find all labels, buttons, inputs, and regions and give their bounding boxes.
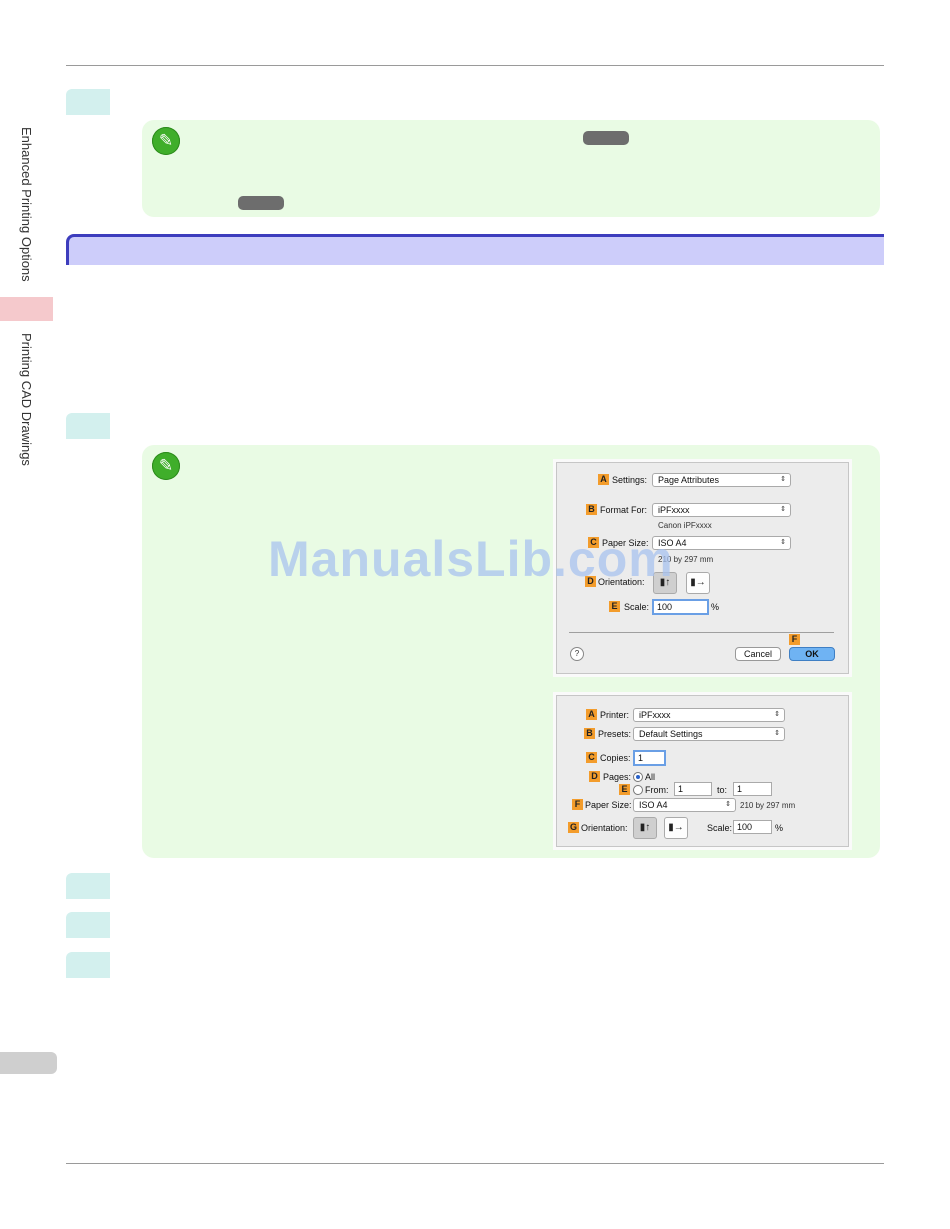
callout-badge: E <box>619 784 630 795</box>
presets-value: Default Settings <box>639 729 703 739</box>
settings-label: Settings: <box>612 475 648 485</box>
scale-input[interactable]: 100 <box>733 820 772 834</box>
settings-select[interactable]: Page Attributes ⇕ <box>652 473 791 487</box>
paper-size-value: ISO A4 <box>658 538 687 548</box>
to-label: to: <box>717 785 728 795</box>
callout-badge: F <box>572 799 583 810</box>
callout-badge: E <box>609 601 620 612</box>
callout-badge: D <box>585 576 596 587</box>
format-for-label: Format For: <box>600 505 648 515</box>
paper-size-select[interactable]: ISO A4 ⇕ <box>633 798 736 812</box>
presets-select[interactable]: Default Settings ⇕ <box>633 727 785 741</box>
chevron-updown-icon: ⇕ <box>774 730 780 737</box>
side-tab-enhanced-printing-options[interactable]: Enhanced Printing Options <box>19 127 34 282</box>
pages-all-label: All <box>645 772 656 782</box>
ok-button[interactable]: OK <box>789 647 835 661</box>
page-reference-link[interactable] <box>583 131 629 145</box>
callout-badge: D <box>589 771 600 782</box>
copies-label: Copies: <box>600 753 631 763</box>
callout-badge: B <box>586 504 597 515</box>
callout-badge: C <box>586 752 597 763</box>
step-marker <box>66 912 110 938</box>
chevron-updown-icon: ⇕ <box>780 539 786 546</box>
step-marker <box>66 873 110 899</box>
section-heading-bar <box>66 234 884 265</box>
callout-badge: A <box>586 709 597 720</box>
copies-input[interactable]: 1 <box>633 750 666 766</box>
scale-label: Scale: <box>707 823 733 833</box>
paper-size-dimensions: 210 by 297 mm <box>658 555 714 564</box>
presets-label: Presets: <box>598 729 632 739</box>
portrait-icon[interactable]: ▮↑ <box>633 817 657 839</box>
paper-size-label: Paper Size: <box>585 800 632 810</box>
chevron-updown-icon: ⇕ <box>725 801 731 808</box>
scale-unit: % <box>775 823 784 833</box>
orientation-label: Orientation: <box>598 577 645 587</box>
chevron-updown-icon: ⇕ <box>780 506 786 513</box>
scale-label: Scale: <box>624 602 650 612</box>
side-tab-printing-cad-drawings[interactable]: Printing CAD Drawings <box>19 333 34 466</box>
landscape-icon[interactable]: ▮→ <box>686 572 710 594</box>
portrait-icon[interactable]: ▮↑ <box>653 572 677 594</box>
landscape-icon[interactable]: ▮→ <box>664 817 688 839</box>
paper-size-value: ISO A4 <box>639 800 668 810</box>
pencil-icon: ✎ <box>152 127 180 155</box>
from-input[interactable]: 1 <box>674 782 712 796</box>
callout-badge: F <box>789 634 800 645</box>
paper-size-dimensions: 210 by 297 mm <box>740 801 796 810</box>
step-marker <box>66 413 110 439</box>
page-setup-dialog: A Settings: Page Attributes ⇕ B Format F… <box>556 462 849 674</box>
paper-size-label: Paper Size: <box>602 538 649 548</box>
format-for-select[interactable]: iPFxxxx ⇕ <box>652 503 791 517</box>
pencil-icon: ✎ <box>152 452 180 480</box>
callout-badge: C <box>588 537 599 548</box>
scale-input[interactable]: 100 <box>652 599 709 615</box>
watermark: ManualsLib.com <box>268 531 674 587</box>
pages-range-radio[interactable] <box>633 785 643 795</box>
footer-rule <box>66 1163 884 1164</box>
callout-badge: G <box>568 822 579 833</box>
pages-label: Pages: <box>603 772 632 782</box>
printer-value: iPFxxxx <box>639 710 671 720</box>
side-tab-highlight <box>0 297 53 321</box>
print-dialog: A Printer: iPFxxxx ⇕ B Presets: Default … <box>556 695 849 847</box>
format-for-printer-name: Canon iPFxxxx <box>658 521 712 530</box>
from-label: From: <box>645 785 669 795</box>
printer-label: Printer: <box>600 710 630 720</box>
help-icon[interactable]: ? <box>570 647 584 661</box>
callout-badge: B <box>584 728 595 739</box>
printer-select[interactable]: iPFxxxx ⇕ <box>633 708 785 722</box>
dialog-separator <box>569 632 834 633</box>
callout-badge: A <box>598 474 609 485</box>
paper-size-select[interactable]: ISO A4 ⇕ <box>652 536 791 550</box>
cancel-button[interactable]: Cancel <box>735 647 781 661</box>
chevron-updown-icon: ⇕ <box>774 711 780 718</box>
step-marker <box>66 89 110 115</box>
chevron-updown-icon: ⇕ <box>780 476 786 483</box>
to-input[interactable]: 1 <box>733 782 772 796</box>
page-reference-link[interactable] <box>238 196 284 210</box>
format-for-value: iPFxxxx <box>658 505 690 515</box>
pages-all-radio[interactable] <box>633 772 643 782</box>
settings-value: Page Attributes <box>658 475 720 485</box>
orientation-label: Orientation: <box>581 823 628 833</box>
page-number-tab <box>0 1052 57 1074</box>
step-marker <box>66 952 110 978</box>
header-rule <box>66 65 884 66</box>
scale-unit: % <box>711 602 720 612</box>
